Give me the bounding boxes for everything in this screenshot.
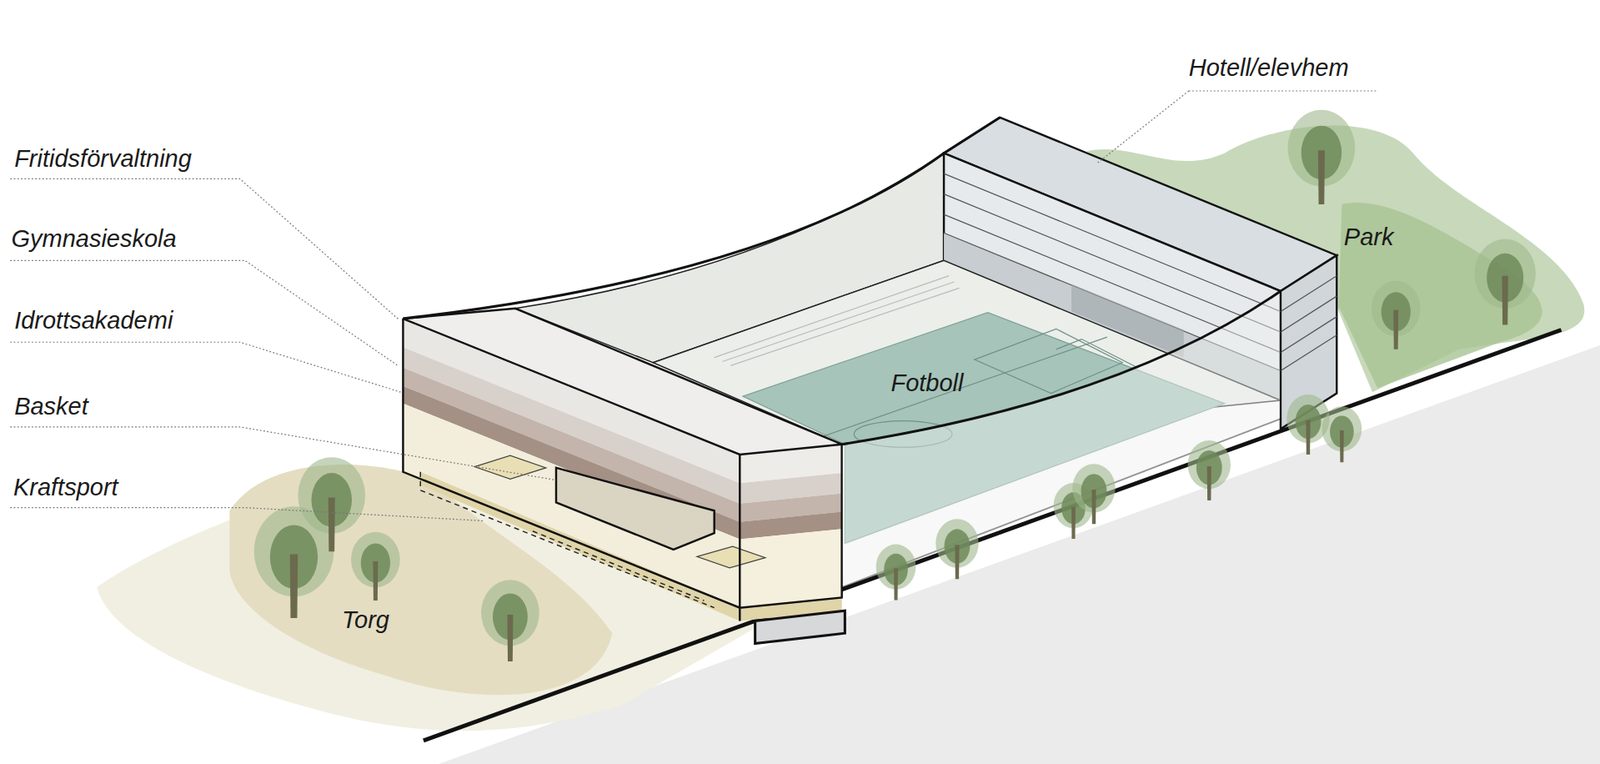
area-label: Fotboll: [890, 368, 964, 398]
basket-court: [474, 455, 547, 479]
front-membrane: [842, 290, 1281, 587]
callout-label: Basket: [14, 391, 89, 422]
tree: [1371, 280, 1421, 350]
roof-curve-upper: [402, 117, 1000, 319]
end-court: [697, 546, 766, 568]
tree: [1322, 406, 1363, 462]
tree: [1288, 110, 1356, 205]
roof-curve-lower: [842, 290, 1281, 445]
block-roof: [402, 308, 842, 455]
callout-label: Gymnasieskola: [10, 224, 176, 254]
callout-label: Kraftsport: [13, 472, 119, 502]
tree: [935, 518, 979, 579]
end-glass: [739, 528, 842, 607]
tree: [1072, 463, 1115, 524]
tree: [351, 531, 401, 601]
tree: [1188, 440, 1231, 501]
callout-label: Fritidsförvaltning: [14, 144, 192, 174]
leader-lines: [10, 90, 1378, 522]
park-inner: [1339, 202, 1543, 388]
tree: [876, 544, 917, 601]
tree: [1474, 239, 1535, 326]
callout-label: Hotell/elevhem: [1188, 53, 1350, 83]
block-outline: [402, 318, 842, 621]
basement: [755, 610, 846, 643]
interior-volume: [556, 467, 715, 550]
area-label: Torg: [341, 605, 390, 635]
area-label: Park: [1344, 222, 1395, 252]
tree: [297, 456, 366, 552]
callout-label: Idrottsakademi: [14, 305, 173, 336]
tree: [481, 579, 540, 662]
